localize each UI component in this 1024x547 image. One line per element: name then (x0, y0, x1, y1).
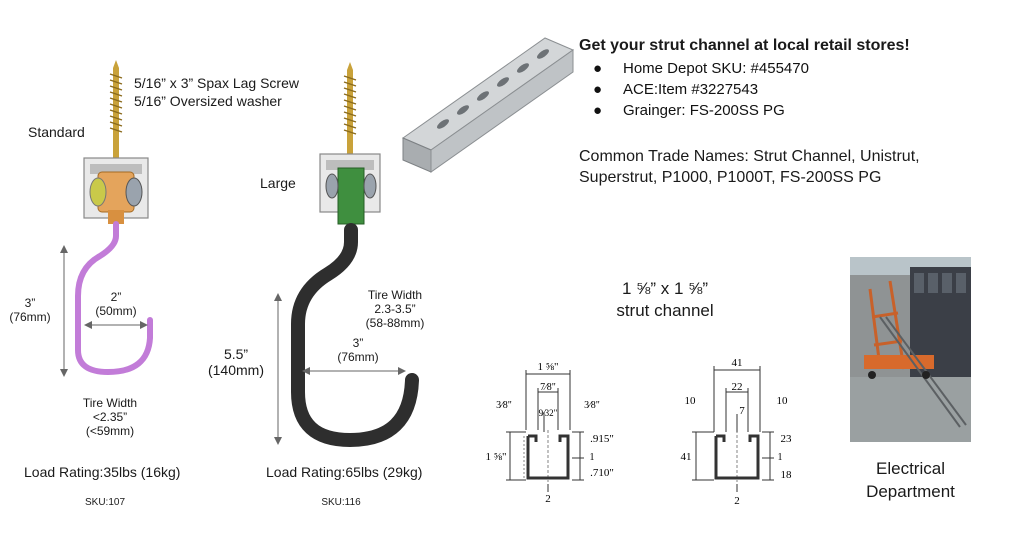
strut-diagram-imperial: 1 ⅝" 7⁄8" 3⁄8" 3⁄8" 9⁄32" 1 ⅝" .915" 1 .… (486, 361, 614, 505)
standard-height-mm: (76mm) (9, 310, 51, 324)
store-aisle-photo (850, 257, 971, 442)
trade-names: Common Trade Names: Strut Channel, Unist… (579, 146, 920, 188)
department-label: Electrical Department (850, 457, 971, 503)
large-width-in: 3” (352, 336, 364, 350)
imperial-lip-depth-label: 9⁄32" (539, 408, 558, 418)
department-line1: Electrical (876, 459, 945, 478)
standard-hook-illustration (75, 60, 153, 376)
bullet-icon: ● (593, 60, 603, 77)
standard-hook-shape (75, 221, 153, 376)
strut-title: 1 ⅝” x 1 ⅝” strut channel (590, 278, 740, 322)
metric-lip-left-label: 10 (685, 395, 697, 407)
large-hook-label: Large (260, 175, 296, 191)
bullet-icon: ● (593, 81, 603, 98)
large-hook-illustration (291, 62, 419, 448)
retail-item: ●ACE:Item #3227543 (593, 81, 759, 98)
strut-diagram-metric: 41 22 10 10 7 41 23 1 18 2 (681, 357, 793, 507)
screw-spec-line1: 5/16” x 3” Spax Lag Screw (134, 75, 299, 91)
lag-screw-icon (343, 62, 357, 160)
bullet-icon: ● (593, 102, 603, 119)
standard-height-in: 3” (24, 296, 36, 310)
metric-lip-depth-label: 7 (739, 405, 745, 417)
standard-hook-label: Standard (28, 124, 85, 140)
large-hook-shape (291, 223, 419, 448)
large-tire-label: Tire Width (367, 288, 423, 302)
large-tire-in: 2.3-3.5” (374, 302, 416, 316)
trade-names-line2: Superstrut, P1000, P1000T, FS-200SS PG (579, 169, 882, 186)
large-sku: SKU:116 (321, 497, 361, 508)
lag-screw-icon (109, 60, 123, 163)
strut-title-line2: strut channel (616, 301, 714, 320)
trolley-bracket-icon (319, 153, 381, 225)
metric-height-label: 41 (681, 451, 692, 463)
standard-width-arrow (84, 321, 148, 329)
trade-names-line1: Common Trade Names: Strut Channel, Unist… (579, 148, 920, 165)
standard-sku: SKU:107 (84, 497, 126, 508)
department-line2: Department (866, 482, 955, 501)
standard-tire-label: Tire Width (82, 396, 138, 410)
metric-bottom-label: 2 (734, 495, 740, 507)
large-load-rating: Load Rating:65lbs (29kg) (266, 464, 423, 480)
metric-lip-right-label: 10 (777, 395, 789, 407)
retail-item: ●Home Depot SKU: #455470 (593, 60, 809, 77)
large-height-arrow (274, 293, 282, 445)
standard-tire-mm: (<59mm) (85, 424, 135, 438)
imperial-lower-label: .710" (590, 467, 614, 479)
large-width-mm: (76mm) (337, 350, 379, 364)
large-height-in: 5.5” (223, 346, 249, 362)
strut-channel-illustration (401, 37, 575, 173)
retail-list: ●Home Depot SKU: #455470 ●ACE:Item #3227… (585, 58, 809, 121)
strut-title-line1: 1 ⅝” x 1 ⅝” (622, 279, 708, 298)
metric-center-label: 1 (778, 452, 783, 463)
trolley-bracket-icon (83, 157, 149, 224)
large-tire-mm: (58-88mm) (365, 316, 425, 330)
standard-width-in: 2” (110, 290, 122, 304)
metric-lower-label: 18 (781, 469, 793, 481)
imperial-height-label: 1 ⅝" (486, 451, 507, 463)
imperial-lip-right-label: 3⁄8" (584, 400, 600, 411)
large-width-arrow (302, 367, 406, 375)
imperial-bottom-label: 2 (545, 493, 551, 505)
metric-upper-label: 23 (781, 433, 793, 445)
standard-width-mm: (50mm) (95, 304, 137, 318)
standard-load-rating: Load Rating:35lbs (16kg) (24, 464, 181, 480)
screw-spec-line2: 5/16” Oversized washer (134, 93, 282, 109)
imperial-upper-label: .915" (590, 433, 614, 445)
metric-width-label: 41 (732, 357, 743, 369)
imperial-center-label: 1 (590, 452, 595, 463)
imperial-width-label: 1 ⅝" (538, 361, 559, 373)
large-height-mm: (140mm) (207, 362, 264, 378)
retail-heading: Get your strut channel at local retail s… (579, 37, 910, 54)
imperial-opening-label: 7⁄8" (540, 382, 556, 393)
standard-height-arrow (60, 245, 68, 377)
metric-opening-label: 22 (732, 381, 743, 393)
retail-item: ●Grainger: FS-200SS PG (593, 102, 785, 119)
standard-tire-in: <2.35” (92, 410, 128, 424)
imperial-lip-left-label: 3⁄8" (496, 400, 512, 411)
